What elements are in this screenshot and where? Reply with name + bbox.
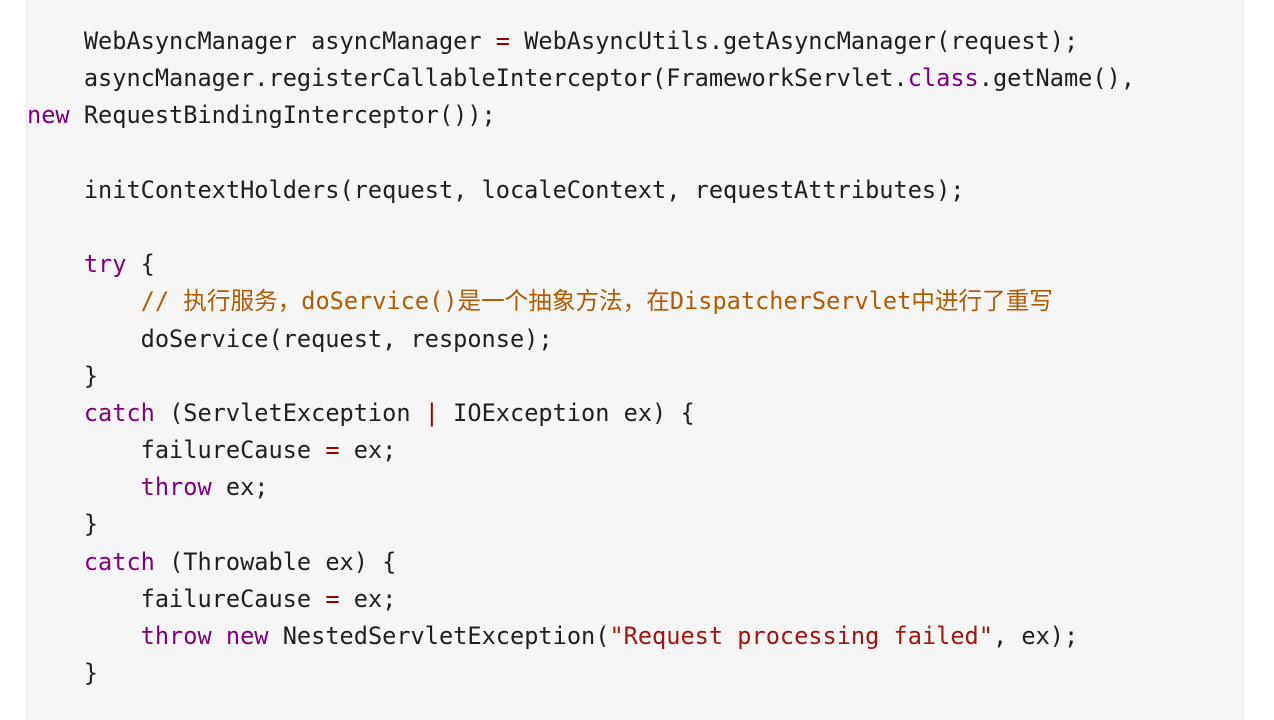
code-token-plain: asyncManager.registerCallableInterceptor… [83,64,908,93]
code-line: WebAsyncManager asyncManager = WebAsyncU… [27,23,1135,60]
code-token-cmt: doService() [301,287,458,316]
code-token-kw: catch [83,547,155,576]
code-token-plain: (Throwable ex) { [154,547,397,576]
code-token-op: = [495,27,510,55]
code-token-plain: (ServletException [154,398,425,427]
code-token-plain: ex; [339,436,397,465]
code-line: initContextHolders(request, localeContex… [27,172,1135,209]
code-token-plain: doService(request, response); [140,324,553,353]
code-line: try { [27,246,1135,283]
code-token-kw: class [907,64,979,93]
code-line: } [27,506,1135,543]
code-token-cmt-cjk: 是一个抽象方法，在 [457,287,670,316]
code-token-kw: throw [140,473,212,502]
code-token-cmt: // [140,287,184,316]
code-token-kw: new [27,101,70,130]
code-line: throw ex; [27,469,1135,506]
code-token-plain: RequestBindingInterceptor()); [69,101,496,130]
code-line: failureCause = ex; [27,581,1135,618]
code-token-plain: WebAsyncManager asyncManager [83,27,496,55]
code-token-kw: throw [140,622,212,650]
code-token-cmt-cjk: 中进行了重写 [911,287,1053,316]
code-line: catch (Throwable ex) { [27,544,1135,581]
code-token-plain: NestedServletException( [268,622,610,650]
code-line [27,209,1135,246]
code-token-plain: IOException ex) { [438,398,695,427]
code-token-kw: catch [83,398,155,427]
code-token-str: "Request processing failed" [609,622,993,650]
code-line: } [27,655,1135,692]
code-token-op: | [424,398,439,427]
code-token-plain: failureCause [140,436,326,465]
code-token-op: = [325,436,340,465]
code-token-plain: } [83,659,99,688]
code-line: doService(request, response); [27,321,1135,358]
code-line: } [27,358,1135,395]
code-block: WebAsyncManager asyncManager = WebAsyncU… [26,0,1244,720]
code-token-plain: initContextHolders(request, localeContex… [83,175,965,204]
code-token-plain: failureCause [140,584,326,613]
code-token-cmt-cjk: 执行服务， [183,287,302,316]
code-token-plain: WebAsyncUtils.getAsyncManager(request); [509,27,1079,55]
code-token-plain: , ex); [992,622,1079,650]
code-token-plain: { [126,250,155,279]
code-token-plain: } [83,361,99,390]
code-line: failureCause = ex; [27,432,1135,469]
code-line [27,135,1135,172]
code-token-op: = [325,584,340,613]
code-line: // 执行服务，doService()是一个抽象方法，在DispatcherSe… [27,283,1135,320]
code-line: asyncManager.registerCallableInterceptor… [27,60,1135,97]
code-token-kw: new [225,622,269,650]
code-token-plain: .getName(), [978,64,1135,93]
code-listing: WebAsyncManager asyncManager = WebAsyncU… [27,23,1135,692]
code-token-cmt: DispatcherServlet [669,287,912,316]
code-token-plain: } [83,510,99,539]
code-line: new RequestBindingInterceptor()); [27,97,1135,134]
code-token-plain: ex; [339,584,397,613]
code-line: catch (ServletException | IOException ex… [27,395,1135,432]
code-token-plain [212,622,226,650]
code-token-plain: ex; [211,473,269,502]
code-token-kw: try [83,250,127,279]
code-line: throw new NestedServletException("Reques… [27,618,1135,655]
